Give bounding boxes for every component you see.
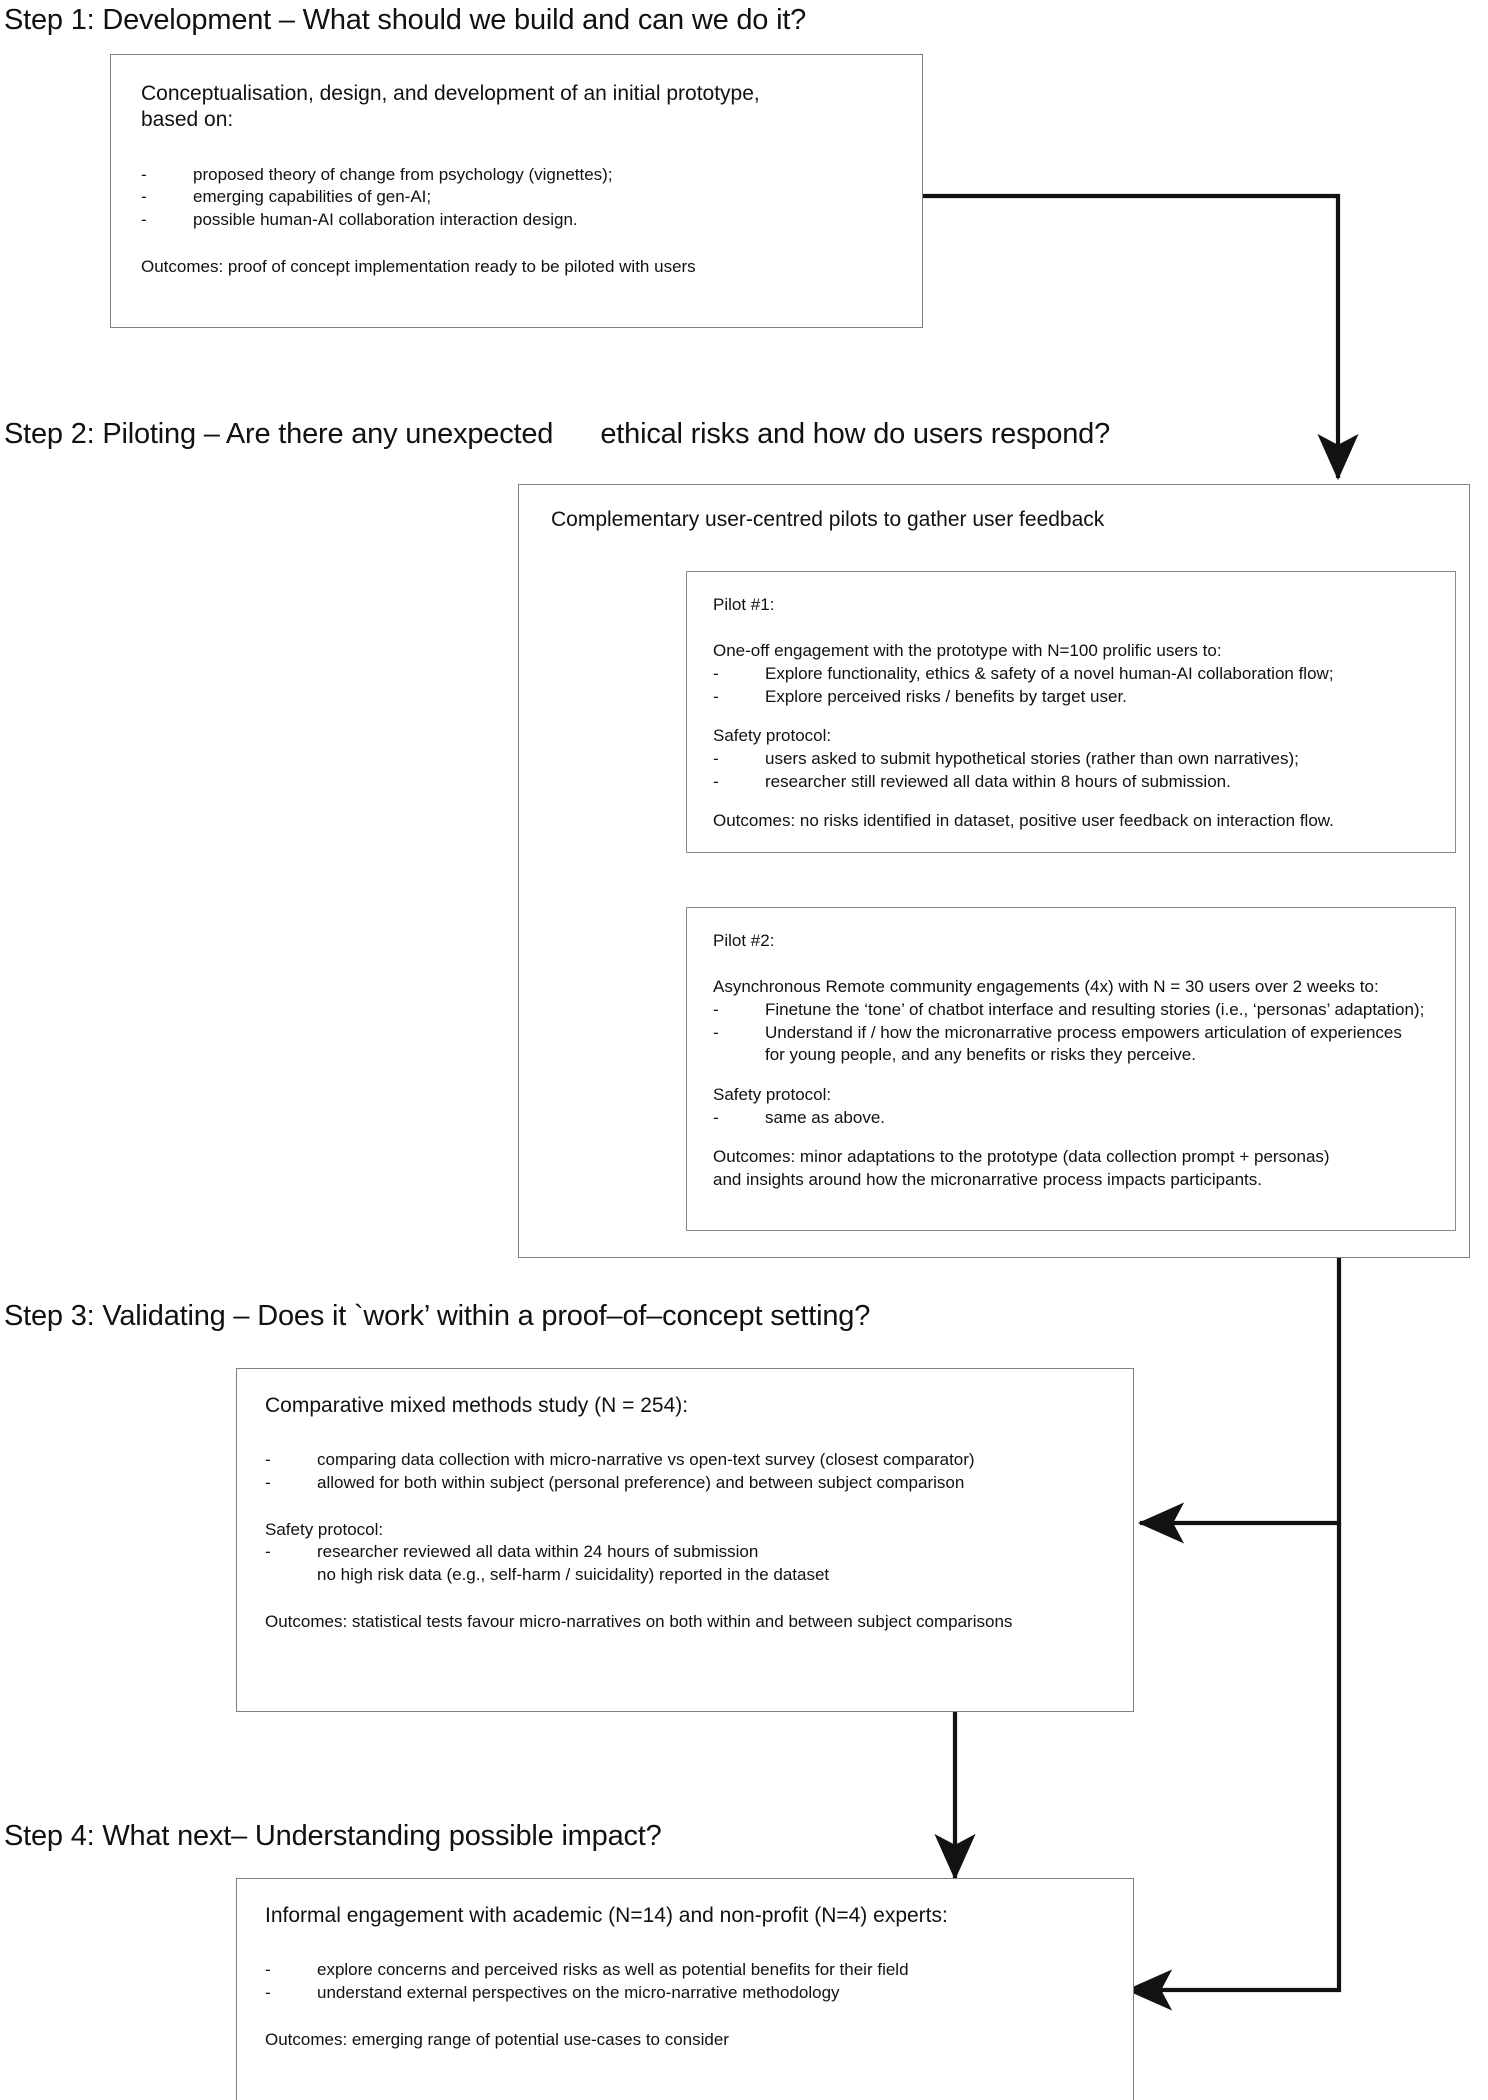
pilot-2-outcome-line-2: and insights around how the micronarrati… [713,1170,1262,1190]
bullet-dash: - [713,663,719,683]
bullet-text: emerging capabilities of gen-AI; [193,187,432,207]
bullet-dash: - [265,1473,271,1493]
step-1-box: Conceptualisation, design, and developme… [110,54,923,328]
list-item: - users asked to submit hypothetical sto… [713,748,1431,771]
connector-pilot-to-next [1125,1523,1342,2011]
pilot-2-outcome-line-1: Outcomes: minor adaptations to the proto… [713,1147,1330,1167]
list-item: - researcher reviewed all data within 24… [265,1541,1107,1564]
bullet-text: users asked to submit hypothetical stori… [765,748,1299,768]
bullet-dash: - [265,1542,271,1562]
step-2-heading: Step 2: Piloting – Are there any unexpec… [4,418,1111,450]
pilot-1-intro: One-off engagement with the prototype wi… [713,641,1222,661]
pilot-1-outcome: Outcomes: no risks identified in dataset… [713,811,1334,831]
bullet-text: proposed theory of change from psycholog… [193,164,613,184]
pilot-1-safety-list: - users asked to submit hypothetical sto… [713,748,1431,794]
step-1-bullet-list: - proposed theory of change from psychol… [141,164,894,232]
bullet-dash: - [713,1107,719,1127]
step-4-box-title: Informal engagement with academic (N=14)… [265,1904,948,1927]
pilot-2-box: Pilot #2: Asynchronous Remote community … [686,907,1456,1231]
bullet-text: explore concerns and perceived risks as … [317,1960,909,1980]
list-item: - explore concerns and perceived risks a… [265,1959,1107,1982]
pilot-1-label: Pilot #1: [713,595,775,614]
step-3-box-title: Comparative mixed methods study (N = 254… [265,1394,689,1417]
bullet-text: no high risk data (e.g., self-harm / sui… [317,1564,830,1584]
list-item-continuation: - for young people, and any benefits or … [713,1044,1431,1067]
bullet-text: comparing data collection with micro-nar… [317,1450,975,1470]
list-item: - Explore perceived risks / benefits by … [713,686,1431,709]
bullet-dash: - [713,1022,719,1042]
bullet-dash: - [713,999,719,1019]
step-3-box: Comparative mixed methods study (N = 254… [236,1368,1134,1712]
list-item: - possible human-AI collaboration intera… [141,209,894,232]
bullet-text: researcher reviewed all data within 24 h… [317,1542,759,1562]
bullet-text: Finetune the ‘tone’ of chatbot interface… [765,999,1425,1019]
step-4-bullet-list: - explore concerns and perceived risks a… [265,1959,1107,2005]
list-item: - emerging capabilities of gen-AI; [141,186,894,209]
bullet-dash: - [713,748,719,768]
pilot-1-bullet-list: - Explore functionality, ethics & safety… [713,663,1431,709]
list-item: - understand external perspectives on th… [265,1982,1107,2005]
list-item: - comparing data collection with micro-n… [265,1449,1107,1472]
list-item: - researcher still reviewed all data wit… [713,771,1431,794]
bullet-text: Explore perceived risks / benefits by ta… [765,686,1127,706]
list-item: - Explore functionality, ethics & safety… [713,663,1431,686]
pilot-1-safety-label: Safety protocol: [713,726,832,746]
step-4-heading: Step 4: What next– Understanding possibl… [4,1820,662,1852]
bullet-dash: - [265,1960,271,1980]
step-1-box-title-line1: Conceptualisation, design, and developme… [141,82,760,105]
list-item: - same as above. [713,1107,1431,1130]
step-1-outcome: Outcomes: proof of concept implementatio… [141,256,696,276]
connector-pilot-to-validate [1137,1258,1342,1544]
bullet-text: for young people, and any benefits or ri… [765,1045,1196,1065]
bullet-dash: - [141,187,147,207]
step-1-box-title-line2: based on: [141,108,234,132]
pilot-2-safety-list: - same as above. [713,1107,1431,1130]
bullet-dash: - [713,686,719,706]
bullet-dash: - [265,1450,271,1470]
step-3-bullet-list: - comparing data collection with micro-n… [265,1449,1107,1495]
step-4-outcome: Outcomes: emerging range of potential us… [265,2029,729,2049]
bullet-text: Understand if / how the micronarrative p… [765,1022,1402,1042]
step-3-safety-label: Safety protocol: [265,1519,384,1539]
bullet-dash: - [141,164,147,184]
list-item-continuation: - no high risk data (e.g., self-harm / s… [265,1564,1107,1587]
step-3-outcome: Outcomes: statistical tests favour micro… [265,1611,1013,1631]
list-item: - Understand if / how the micronarrative… [713,1022,1431,1045]
bullet-dash: - [265,1983,271,2003]
bullet-text: same as above. [765,1107,886,1127]
step-2-box: Complementary user-centred pilots to gat… [518,484,1470,1258]
bullet-text: researcher still reviewed all data withi… [765,771,1231,791]
bullet-text: allowed for both within subject (persona… [317,1473,965,1493]
bullet-dash: - [713,771,719,791]
pilot-2-safety-label: Safety protocol: [713,1085,832,1105]
step-1-heading: Step 1: Development – What should we bui… [4,4,807,36]
step-3-safety-list: - researcher reviewed all data within 24… [265,1541,1107,1587]
bullet-text: understand external perspectives on the … [317,1983,840,2003]
step-2-box-title: Complementary user-centred pilots to gat… [551,508,1105,531]
pilot-2-intro: Asynchronous Remote community engagement… [713,977,1379,997]
pilot-1-box: Pilot #1: One-off engagement with the pr… [686,571,1456,853]
pilot-2-label: Pilot #2: [713,931,775,950]
list-item: - Finetune the ‘tone’ of chatbot interfa… [713,999,1431,1022]
bullet-text: possible human-AI collaboration interact… [193,210,578,230]
step-3-heading: Step 3: Validating – Does it `work’ with… [4,1300,871,1332]
bullet-text: Explore functionality, ethics & safety o… [765,663,1334,683]
list-item: - allowed for both within subject (perso… [265,1472,1107,1495]
bullet-dash: - [141,210,147,230]
list-item: - proposed theory of change from psychol… [141,164,894,187]
step-4-box: Informal engagement with academic (N=14)… [236,1878,1134,2100]
pilot-2-bullet-list: - Finetune the ‘tone’ of chatbot interfa… [713,999,1431,1067]
